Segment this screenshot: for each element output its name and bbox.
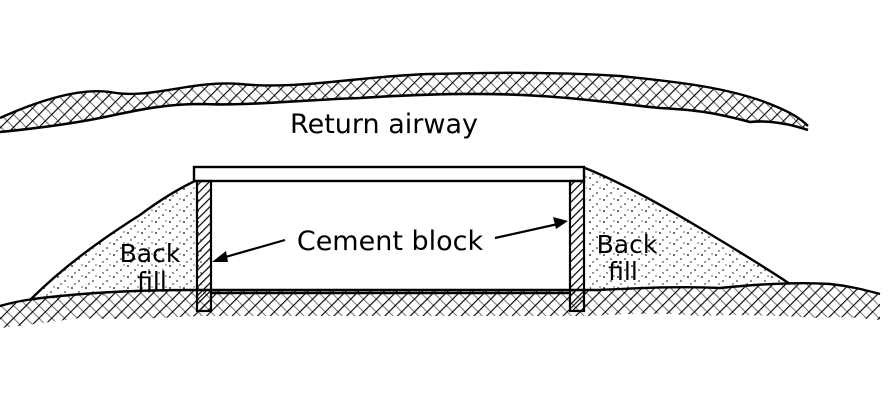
backfill-left	[29, 178, 205, 301]
return-airway-label: Return airway	[290, 109, 478, 140]
backfill-right-label-line1: Back	[597, 230, 658, 259]
overcast-structure	[192, 165, 586, 313]
backfill-left-label-line1: Back	[120, 239, 181, 268]
cement-block-wall-left	[195, 179, 213, 313]
cement-block-leaders	[212, 217, 568, 262]
backfill-right	[584, 166, 791, 290]
backfill-left-label-line2: fill	[137, 267, 167, 296]
overcast-top-slab	[192, 165, 586, 183]
cement-block-wall-right	[568, 179, 586, 313]
cement-block-label: Cement block	[297, 226, 484, 257]
backfill-right-label-line2: fill	[608, 257, 638, 286]
